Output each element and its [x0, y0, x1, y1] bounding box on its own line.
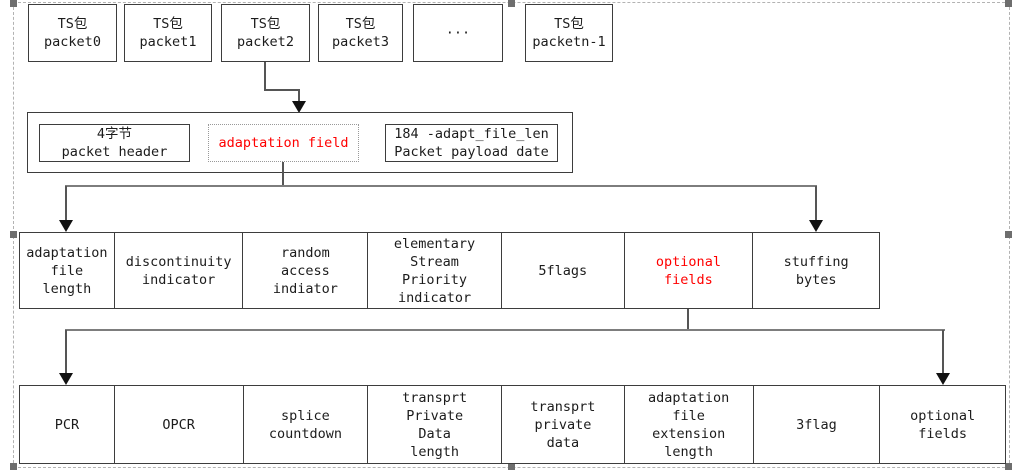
field-cell-splice-countdown: splice countdown — [242, 386, 368, 463]
selection-handle[interactable] — [10, 0, 17, 7]
field-cell-opcr: OPCR — [113, 386, 243, 463]
field-cell-optional-fields-2: optional fields — [879, 386, 1005, 463]
connector-line — [264, 89, 300, 91]
connector-line — [687, 309, 689, 331]
connector-arrowhead-down — [809, 220, 823, 232]
selection-handle[interactable] — [1005, 231, 1012, 238]
ts-packet-box-3: TS包 packet3 — [318, 4, 403, 62]
connector-line — [942, 330, 944, 375]
connector-arrowhead-down — [936, 373, 950, 385]
field-cell-random-access-indicator: random access indiator — [242, 233, 367, 308]
ts-packet-box-1: TS包 packet1 — [124, 4, 212, 62]
connector-arrowhead-down — [292, 101, 306, 113]
field-cell-stuffing-bytes: stuffing bytes — [752, 233, 879, 308]
connector-line — [264, 62, 266, 90]
field-cell-5flags: 5flags — [500, 233, 624, 308]
field-cell-3flag: 3flag — [752, 386, 880, 463]
ts-packet-ellipsis-box: ··· — [413, 4, 503, 62]
adaptation-field-table: adaptation file length discontinuity ind… — [19, 232, 880, 309]
ts-packet-box-0: TS包 packet0 — [28, 4, 117, 62]
field-cell-adaptation-file-length: adaptation file length — [26, 244, 108, 297]
connector-arrowhead-down — [59, 373, 73, 385]
field-cell-pcr: PCR — [54, 416, 80, 433]
field-cell-elementary-stream-priority: elementary Stream Priority indicator — [367, 233, 501, 308]
ts-packet-box-2: TS包 packet2 — [221, 4, 310, 62]
field-cell-transport-private-data-length: transprt Private Data length — [367, 386, 501, 463]
field-cell-adaptation-file-extension-length: adaptation file extension length — [623, 386, 753, 463]
optional-fields-table: PCR OPCR splice countdown transprt Priva… — [19, 385, 1006, 464]
selection-handle[interactable] — [508, 463, 515, 470]
packet-payload-box: 184 -adapt_file_len Packet payload date — [385, 124, 558, 162]
packet-header-box: 4字节 packet header — [39, 124, 190, 162]
selection-handle[interactable] — [508, 0, 515, 7]
selection-handle[interactable] — [10, 463, 17, 470]
connector-line — [815, 186, 817, 222]
connector-line — [65, 186, 67, 222]
connector-arrowhead-down — [59, 220, 73, 232]
connector-line — [298, 89, 300, 102]
connector-line — [65, 329, 945, 331]
connector-line — [282, 162, 284, 187]
connector-line — [65, 330, 67, 375]
connector-line — [65, 185, 817, 187]
selection-handle[interactable] — [10, 231, 17, 238]
field-cell-discontinuity-indicator: discontinuity indicator — [113, 233, 243, 308]
field-cell-transport-private-data: transprt private data — [501, 386, 624, 463]
selection-handle[interactable] — [1005, 0, 1012, 7]
adaptation-field-box: adaptation field — [208, 124, 359, 162]
ts-packet-box-n-1: TS包 packetn-1 — [525, 4, 613, 62]
selection-handle[interactable] — [1005, 463, 1012, 470]
field-cell-optional-fields: optional fields — [623, 233, 753, 308]
